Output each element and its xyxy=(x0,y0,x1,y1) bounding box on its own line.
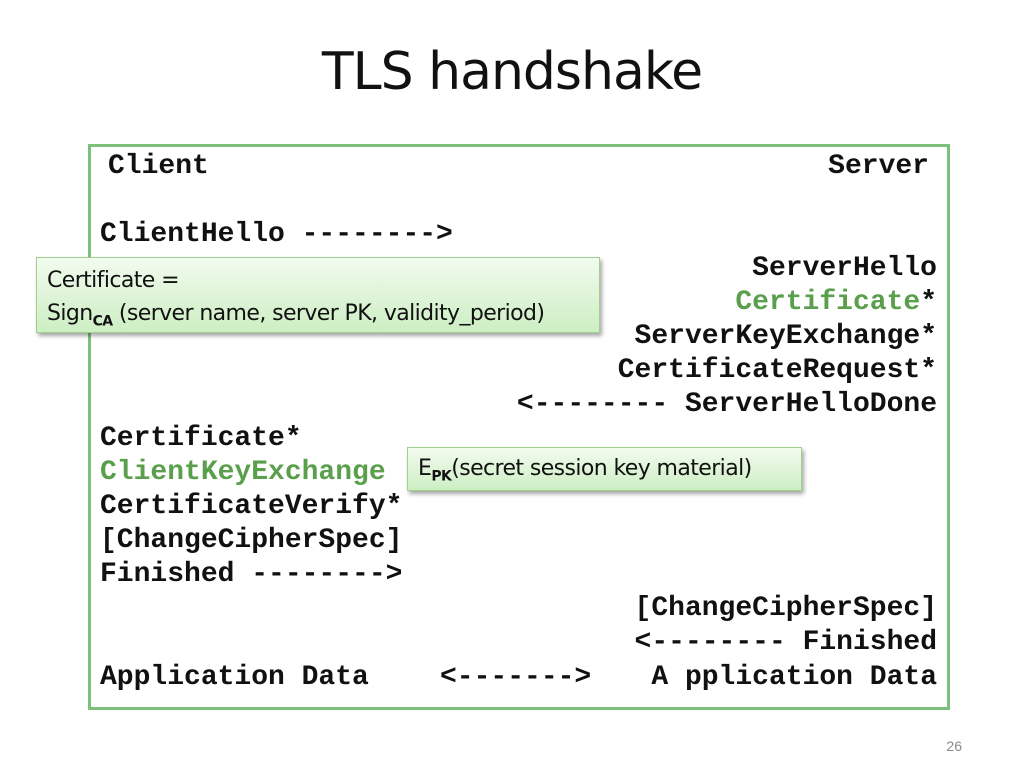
encrypt-label: E xyxy=(418,456,432,481)
client-certificate: Certificate* xyxy=(100,423,302,454)
sign-subscript: CA xyxy=(92,313,114,330)
server-finished: <-------- Finished xyxy=(634,627,937,658)
page-number: 26 xyxy=(946,738,962,754)
client-header: Client xyxy=(108,151,209,182)
application-data-server: A pplication Data xyxy=(651,662,937,693)
application-data-client: Application Data xyxy=(100,662,369,693)
certificate-verify: CertificateVerify* xyxy=(100,491,403,522)
server-certificate-label: Certificate xyxy=(735,287,921,318)
client-hello: ClientHello --------> xyxy=(100,219,453,250)
optional-star: * xyxy=(920,287,937,318)
server-change-cipher-spec: [ChangeCipherSpec] xyxy=(634,593,937,624)
server-key-exchange: ServerKeyExchange* xyxy=(634,321,937,352)
certificate-request: CertificateRequest* xyxy=(617,355,937,386)
certificate-callout-line2: SignCA (server name, server PK, validity… xyxy=(47,297,599,338)
server-hello: ServerHello xyxy=(752,253,937,284)
certificate-callout-line1: Certificate = xyxy=(47,268,180,293)
client-change-cipher-spec: [ChangeCipherSpec] xyxy=(100,525,403,556)
server-hello-done: <-------- ServerHelloDone xyxy=(516,389,937,420)
encrypt-args: (secret session key material) xyxy=(451,456,752,481)
client-key-exchange: ClientKeyExchange xyxy=(100,457,386,488)
handshake-frame xyxy=(88,144,950,710)
sign-args: (server name, server PK, validity_period… xyxy=(112,301,545,326)
server-certificate: Certificate* xyxy=(735,286,937,320)
slide-title: TLS handshake xyxy=(321,42,703,102)
encrypt-subscript: PK xyxy=(431,468,452,485)
sign-label: Sign xyxy=(47,301,93,326)
application-data-arrow: <-------> xyxy=(440,662,592,693)
client-finished: Finished --------> xyxy=(100,559,403,590)
server-header: Server xyxy=(828,151,929,182)
key-exchange-callout: EPK(secret session key material) xyxy=(407,447,802,491)
certificate-callout: Certificate = SignCA (server name, serve… xyxy=(36,257,600,333)
